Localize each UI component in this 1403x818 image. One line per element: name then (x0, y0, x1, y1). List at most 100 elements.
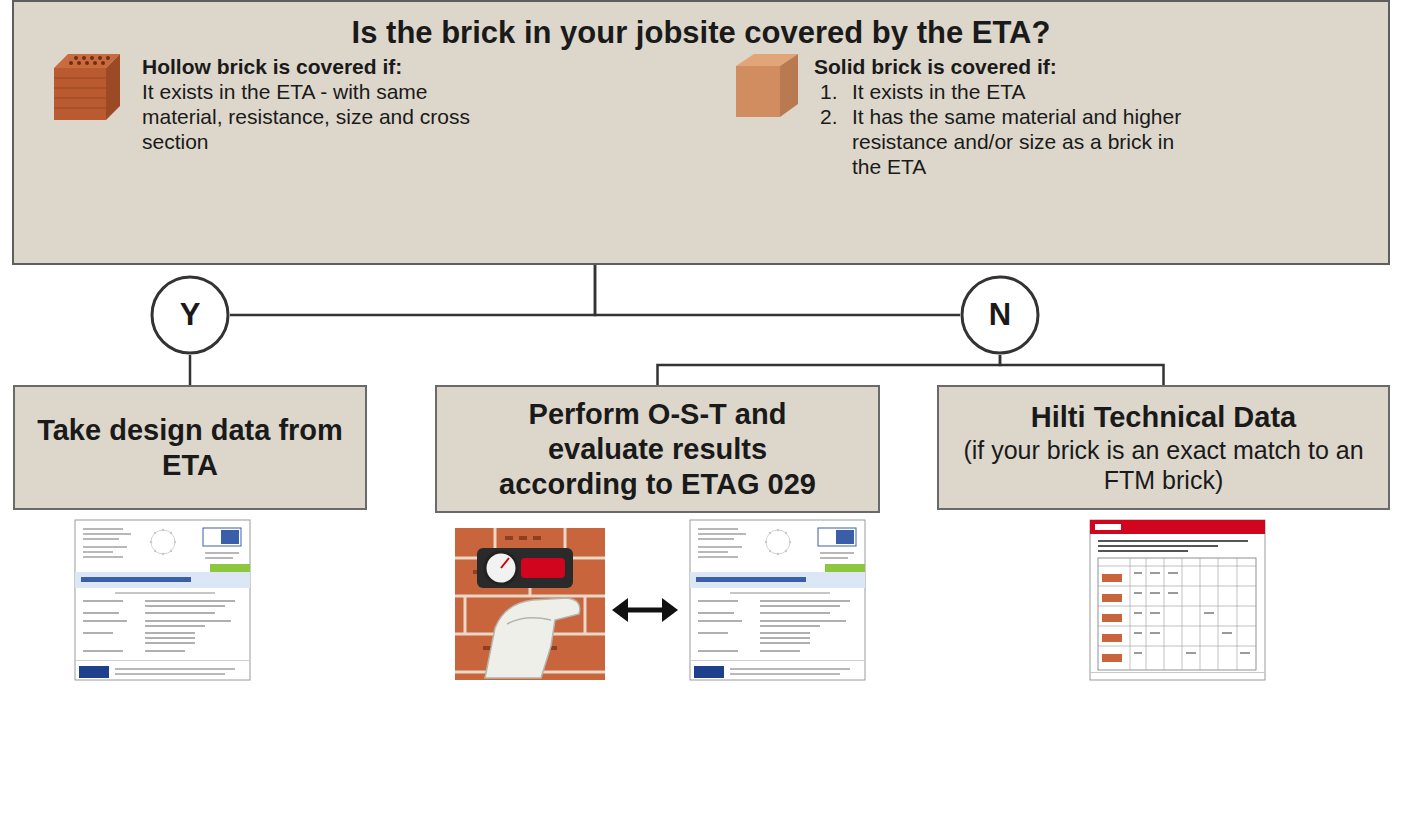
technical-data-sheet (1222, 632, 1232, 634)
on-site-test-photo (505, 536, 513, 540)
node-text: Solid brick is covered if: (814, 54, 1234, 79)
eta-document (75, 520, 250, 680)
technical-data-sheet (1204, 612, 1214, 614)
technical-data-sheet (1182, 558, 1183, 670)
hollow-brick (69, 61, 73, 65)
on-site-test-photo (507, 618, 551, 624)
technical-data-sheet (1150, 592, 1160, 594)
technical-data-sheet (1090, 520, 1265, 680)
technical-data-sheet (1102, 574, 1122, 662)
hollow-brick (77, 61, 81, 65)
on-site-test-photo (584, 596, 587, 634)
technical-data-sheet (1237, 558, 1238, 670)
solid-brick (736, 66, 780, 117)
connector-line (230, 265, 595, 315)
technical-data-sheet (1098, 626, 1256, 627)
technical-data-sheet (1150, 572, 1160, 574)
double-arrow (612, 598, 628, 622)
hollow-brick (101, 61, 105, 65)
circle-outline (962, 277, 1038, 353)
technical-data-sheet (1134, 632, 1142, 634)
technical-data-sheet (1098, 566, 1256, 567)
result-box: Hilti Technical Data(if your brick is an… (937, 385, 1390, 510)
on-site-test-photo (483, 646, 491, 650)
hollow-brick (98, 56, 102, 60)
technical-data-sheet (1102, 654, 1122, 662)
decision-circle: Y (150, 275, 230, 355)
hollow-brick (106, 56, 110, 60)
hollow-brick (54, 98, 106, 99)
solid-brick (780, 54, 798, 117)
double-arrow (662, 598, 678, 622)
hollow-brick (85, 61, 89, 65)
technical-data-sheet (1134, 572, 1250, 654)
node-text: It exists in the ETA - with same materia… (142, 79, 507, 155)
technical-data-sheet (1098, 606, 1256, 607)
hollow-brick (54, 54, 120, 120)
technical-data-sheet (1168, 592, 1178, 594)
technical-data-sheet (1098, 550, 1188, 552)
node-text: (if your brick is an exact match to an F… (959, 435, 1369, 495)
technical-data-sheet (1098, 646, 1256, 647)
connector-line (658, 355, 1001, 385)
node-text: Take design data from ETA (35, 413, 345, 483)
question-heading: Is the brick in your jobsite covered by … (14, 14, 1388, 51)
double-arrow (612, 598, 678, 622)
connector-line (595, 265, 960, 315)
node-text: 1. (820, 79, 850, 104)
on-site-test-photo (464, 596, 467, 634)
on-site-test-photo (485, 552, 517, 584)
node-text: It exists in the ETA (852, 79, 1212, 104)
technical-data-sheet (1102, 634, 1122, 642)
hollow-brick (93, 61, 97, 65)
on-site-test-photo (521, 558, 565, 578)
node-text: 2. (820, 104, 850, 129)
result-box: Take design data from ETA (13, 385, 367, 510)
decision-circle: N (960, 275, 1040, 355)
technical-data-sheet (1098, 545, 1218, 547)
node-text: N (989, 296, 1011, 333)
node-text: Y (180, 296, 201, 333)
hollow-brick (69, 56, 110, 65)
hollow-brick (54, 88, 106, 89)
technical-data-sheet (1200, 558, 1201, 670)
node-text: Hollow brick is covered if: (142, 54, 562, 79)
technical-data-sheet (1186, 652, 1196, 654)
hollow-brick (54, 108, 106, 109)
result-box: Perform O-S-T and evaluate results accor… (435, 385, 880, 513)
technical-data-sheet (1134, 572, 1142, 574)
hollow-brick (106, 54, 120, 120)
technical-data-sheet (1090, 672, 1265, 673)
node-text: Perform O-S-T and evaluate results accor… (478, 397, 838, 501)
on-site-test-photo (455, 528, 605, 680)
technical-data-sheet (1134, 592, 1142, 594)
connector-line (189, 355, 192, 385)
on-site-test-photo (501, 558, 509, 568)
technical-data-sheet (1098, 586, 1256, 587)
hollow-brick (90, 56, 94, 60)
technical-data-sheet (1164, 558, 1165, 670)
technical-data-sheet (1146, 558, 1147, 670)
technical-data-sheet (1098, 558, 1256, 670)
on-site-test-photo (519, 536, 527, 540)
technical-data-sheet (1150, 632, 1160, 634)
technical-data-sheet (1134, 612, 1142, 614)
technical-data-sheet (1102, 574, 1122, 582)
technical-data-sheet (1090, 520, 1265, 534)
double-arrow (624, 608, 666, 613)
node-text: It has the same material and higher resi… (852, 104, 1202, 180)
hollow-brick (74, 56, 78, 60)
technical-data-sheet (1130, 558, 1131, 670)
technical-data-sheet (1168, 572, 1178, 574)
technical-data-sheet (1102, 594, 1122, 602)
technical-data-sheet (1098, 540, 1248, 542)
technical-data-sheet (1134, 652, 1142, 654)
technical-data-sheet (1218, 558, 1219, 670)
on-site-test-photo (533, 536, 541, 540)
technical-data-sheet (1090, 520, 1265, 680)
hollow-brick (54, 68, 106, 120)
on-site-test-photo (485, 598, 580, 678)
solid-brick (736, 54, 798, 117)
